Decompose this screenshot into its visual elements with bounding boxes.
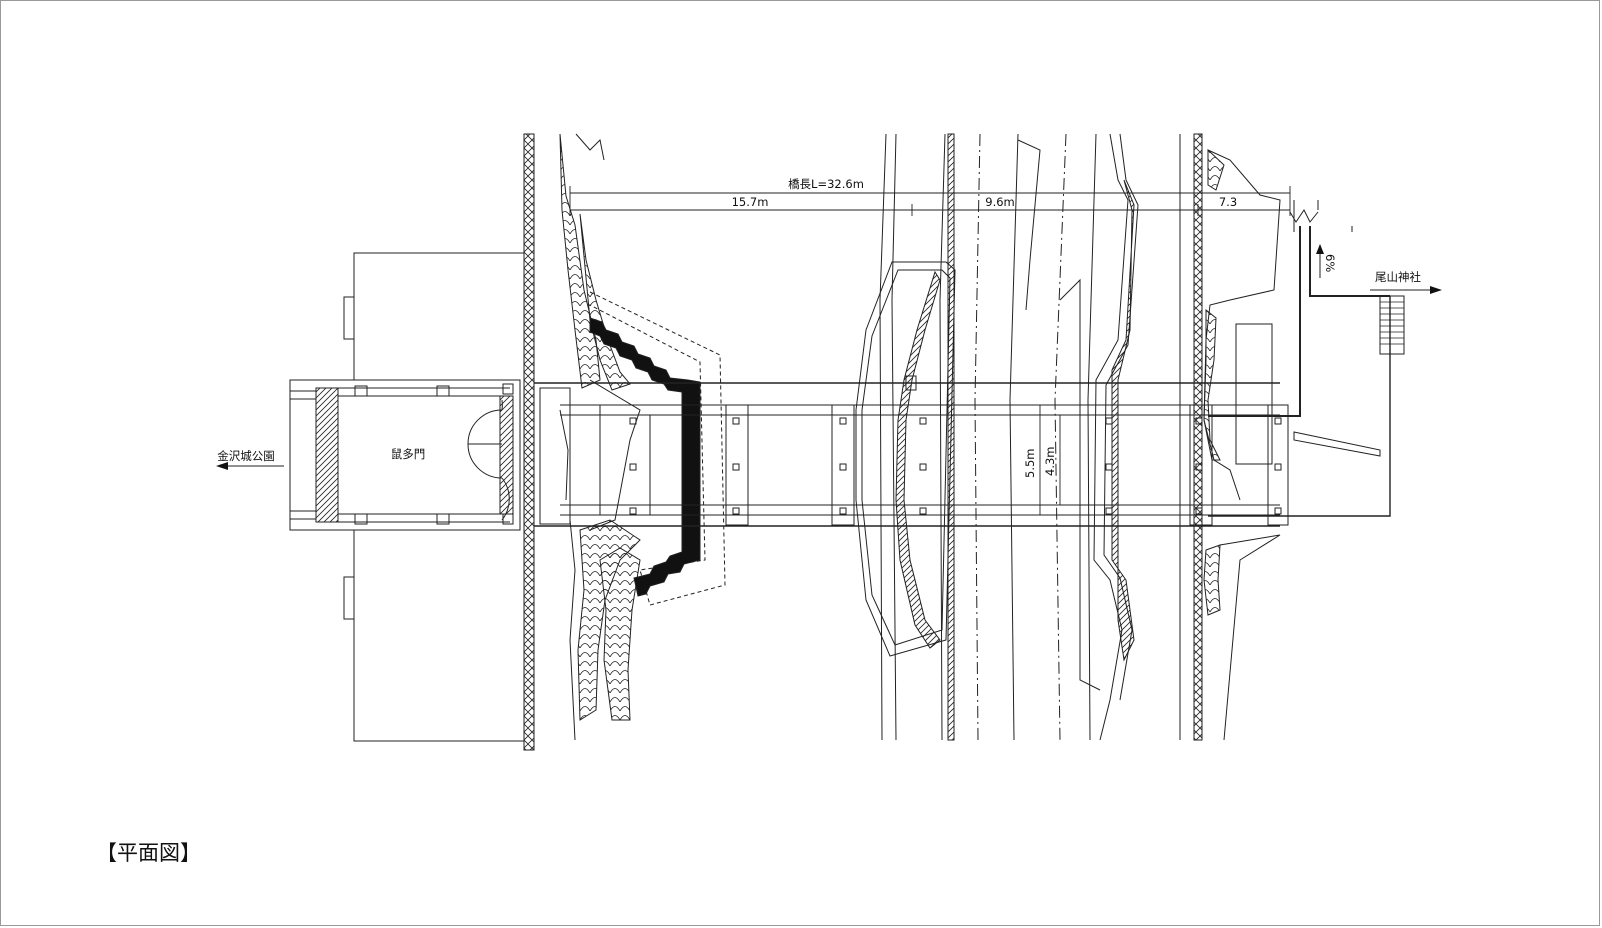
east-approach (1208, 200, 1405, 517)
east-embankment (1179, 134, 1281, 741)
bridge-length-label: 橋長L=32.6m (788, 177, 864, 191)
arrow-heads (216, 244, 1442, 470)
west-moat-wall (523, 133, 535, 751)
bridge-deck (534, 382, 1289, 527)
span-right-label: 7.3 (1219, 195, 1237, 209)
slope-label: 6% (1323, 254, 1337, 272)
east-pier (1059, 133, 1139, 741)
east-moat-wall (1193, 133, 1203, 741)
span-left-label: 15.7m (732, 195, 769, 209)
gate-label: 鼠多門 (391, 447, 426, 461)
width-total-label: 5.5m (1023, 449, 1037, 479)
gate-building (289, 252, 525, 742)
direction-arrows (228, 252, 1430, 467)
dimension-lines (569, 186, 1291, 516)
span-middle-label: 9.6m (985, 195, 1015, 209)
east-destination-label: 尾山神社 (1375, 270, 1421, 284)
road-lines (879, 133, 1097, 741)
width-effective-label: 4.3m (1043, 447, 1057, 477)
west-stair-wall (589, 317, 701, 597)
drawing-title: 【平面図】 (96, 841, 201, 865)
west-destination-label: 金沢城公園 (217, 449, 275, 463)
bearing-markers (629, 417, 1282, 515)
